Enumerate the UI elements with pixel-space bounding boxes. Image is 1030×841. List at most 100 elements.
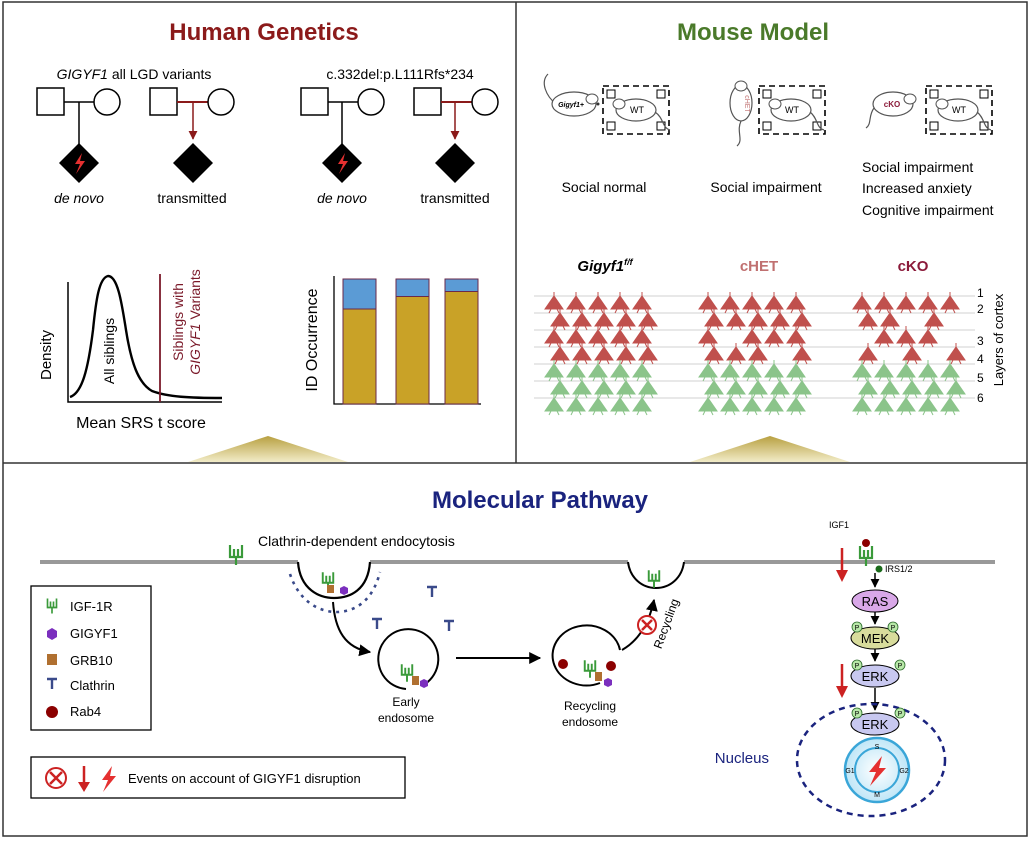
id-bar-gold-2 — [395, 296, 430, 405]
erk-label: ERK — [862, 669, 889, 684]
de-novo-label-right: de novo — [317, 190, 367, 206]
clathrin-free-1 — [370, 617, 384, 631]
neuron-green — [764, 360, 784, 382]
neuron-red — [572, 343, 592, 365]
all-siblings-label: All siblings — [101, 318, 117, 384]
neuron-red — [704, 343, 724, 365]
phospho-erk-nuclear-2 — [894, 707, 906, 719]
clathrin-free-2 — [425, 585, 439, 599]
neuron-red — [638, 309, 658, 331]
neuron-red — [550, 343, 570, 365]
neuron-red — [566, 326, 586, 348]
neuron-red — [742, 326, 762, 348]
neuron-green — [786, 394, 806, 416]
phospho-erk-nuclear-2-label: P — [898, 711, 903, 718]
genotype-cko: cKO — [898, 258, 929, 275]
cortex-layers — [534, 292, 975, 416]
neuron-green — [874, 394, 894, 416]
down-arrow-receptor — [836, 548, 848, 582]
mouse-partner-wt-2: WT — [785, 105, 799, 115]
neuron-red — [786, 292, 806, 314]
neuron-red — [748, 343, 768, 365]
phospho-mek-2 — [887, 621, 899, 633]
legend-items — [45, 597, 59, 718]
variant-right-label: c.332del:p.L111Rfs*234 — [326, 66, 474, 82]
density-plot — [67, 274, 223, 403]
phospho-erk-2-label: P — [898, 663, 903, 670]
neuron-green — [566, 394, 586, 416]
phospho-mek-1 — [851, 621, 863, 633]
neuron-green — [698, 394, 718, 416]
neuron-red — [720, 292, 740, 314]
neuron-green — [544, 360, 564, 382]
neuron-green — [594, 377, 614, 399]
neuron-red — [880, 309, 900, 331]
human-genetics-title: Human Genetics — [169, 19, 358, 46]
mouse-partner-wt-1: WT — [630, 105, 644, 115]
neuron-green — [896, 394, 916, 416]
erk-node — [850, 664, 900, 688]
irs-dot — [875, 565, 883, 573]
pedigree-transmitted-right — [413, 87, 499, 183]
layer-number-5: 5 — [977, 371, 984, 385]
neuron-green — [726, 377, 746, 399]
neuron-green — [770, 377, 790, 399]
neuron-green — [896, 360, 916, 382]
neuron-green — [544, 394, 564, 416]
events-icon-blocked — [45, 767, 67, 789]
mouse-test-chet — [729, 80, 826, 147]
neuron-red — [748, 309, 768, 331]
neuron-red — [792, 309, 812, 331]
neuron-red — [726, 309, 746, 331]
legend-grb10-icon — [47, 654, 57, 665]
neuron-red — [918, 292, 938, 314]
mouse-partner-wt-3: WT — [952, 105, 966, 115]
neuron-green — [720, 394, 740, 416]
neuron-red — [858, 309, 878, 331]
phenotype-social-normal: Social normal — [562, 179, 647, 195]
neuron-green — [704, 377, 724, 399]
lightning-icon — [75, 153, 85, 174]
ras-label: RAS — [862, 594, 889, 609]
neuron-green — [572, 377, 592, 399]
events-icon-lightning — [102, 766, 116, 792]
neuron-red — [638, 343, 658, 365]
neuron-red — [940, 292, 960, 314]
nucleus-envelope — [795, 702, 947, 818]
cell-cycle-g1: G1 — [845, 768, 854, 775]
phospho-erk-2 — [894, 659, 906, 671]
siblings-variants-label: GIGYF1 Variants — [187, 269, 203, 375]
legend-gigyf1-icon — [47, 628, 57, 640]
neuron-green — [632, 360, 652, 382]
neuron-green — [880, 377, 900, 399]
layer-number-3: 3 — [977, 334, 984, 348]
irs-label: IRS1/2 — [885, 564, 913, 574]
variant-left-label: GIGYF1 all LGD variants — [57, 66, 212, 82]
phenotype-social-impairment-chet: Social impairment — [710, 179, 821, 195]
density-ylabel: Density — [38, 329, 55, 380]
neuron-red — [610, 326, 630, 348]
id-bar-blue-2 — [395, 278, 430, 297]
early-endosome — [377, 628, 440, 690]
legend-rab4-icon — [46, 706, 58, 718]
legend-label-igf1r: IGF-1R — [70, 599, 113, 614]
neuron-red — [946, 343, 966, 365]
early-endosome-label-line1: Early — [392, 695, 419, 709]
id-occurrence-ylabel: ID Occurrence — [304, 288, 321, 391]
recycling-blocked-icon — [637, 615, 657, 635]
mouse-test-gigyf1 — [543, 73, 671, 135]
pedigree-transmitted-left — [149, 87, 235, 183]
neuron-green — [940, 360, 960, 382]
siblings-with-label: Siblings with — [170, 283, 186, 361]
neuron-green — [632, 394, 652, 416]
arrow-to-early-endosome — [332, 601, 372, 657]
neuron-green — [918, 360, 938, 382]
neuron-red — [874, 292, 894, 314]
layer-number-6: 6 — [977, 391, 984, 405]
down-arrow-erk — [836, 664, 848, 698]
neuron-red — [698, 292, 718, 314]
neuron-red — [852, 292, 872, 314]
neuron-red — [616, 343, 636, 365]
